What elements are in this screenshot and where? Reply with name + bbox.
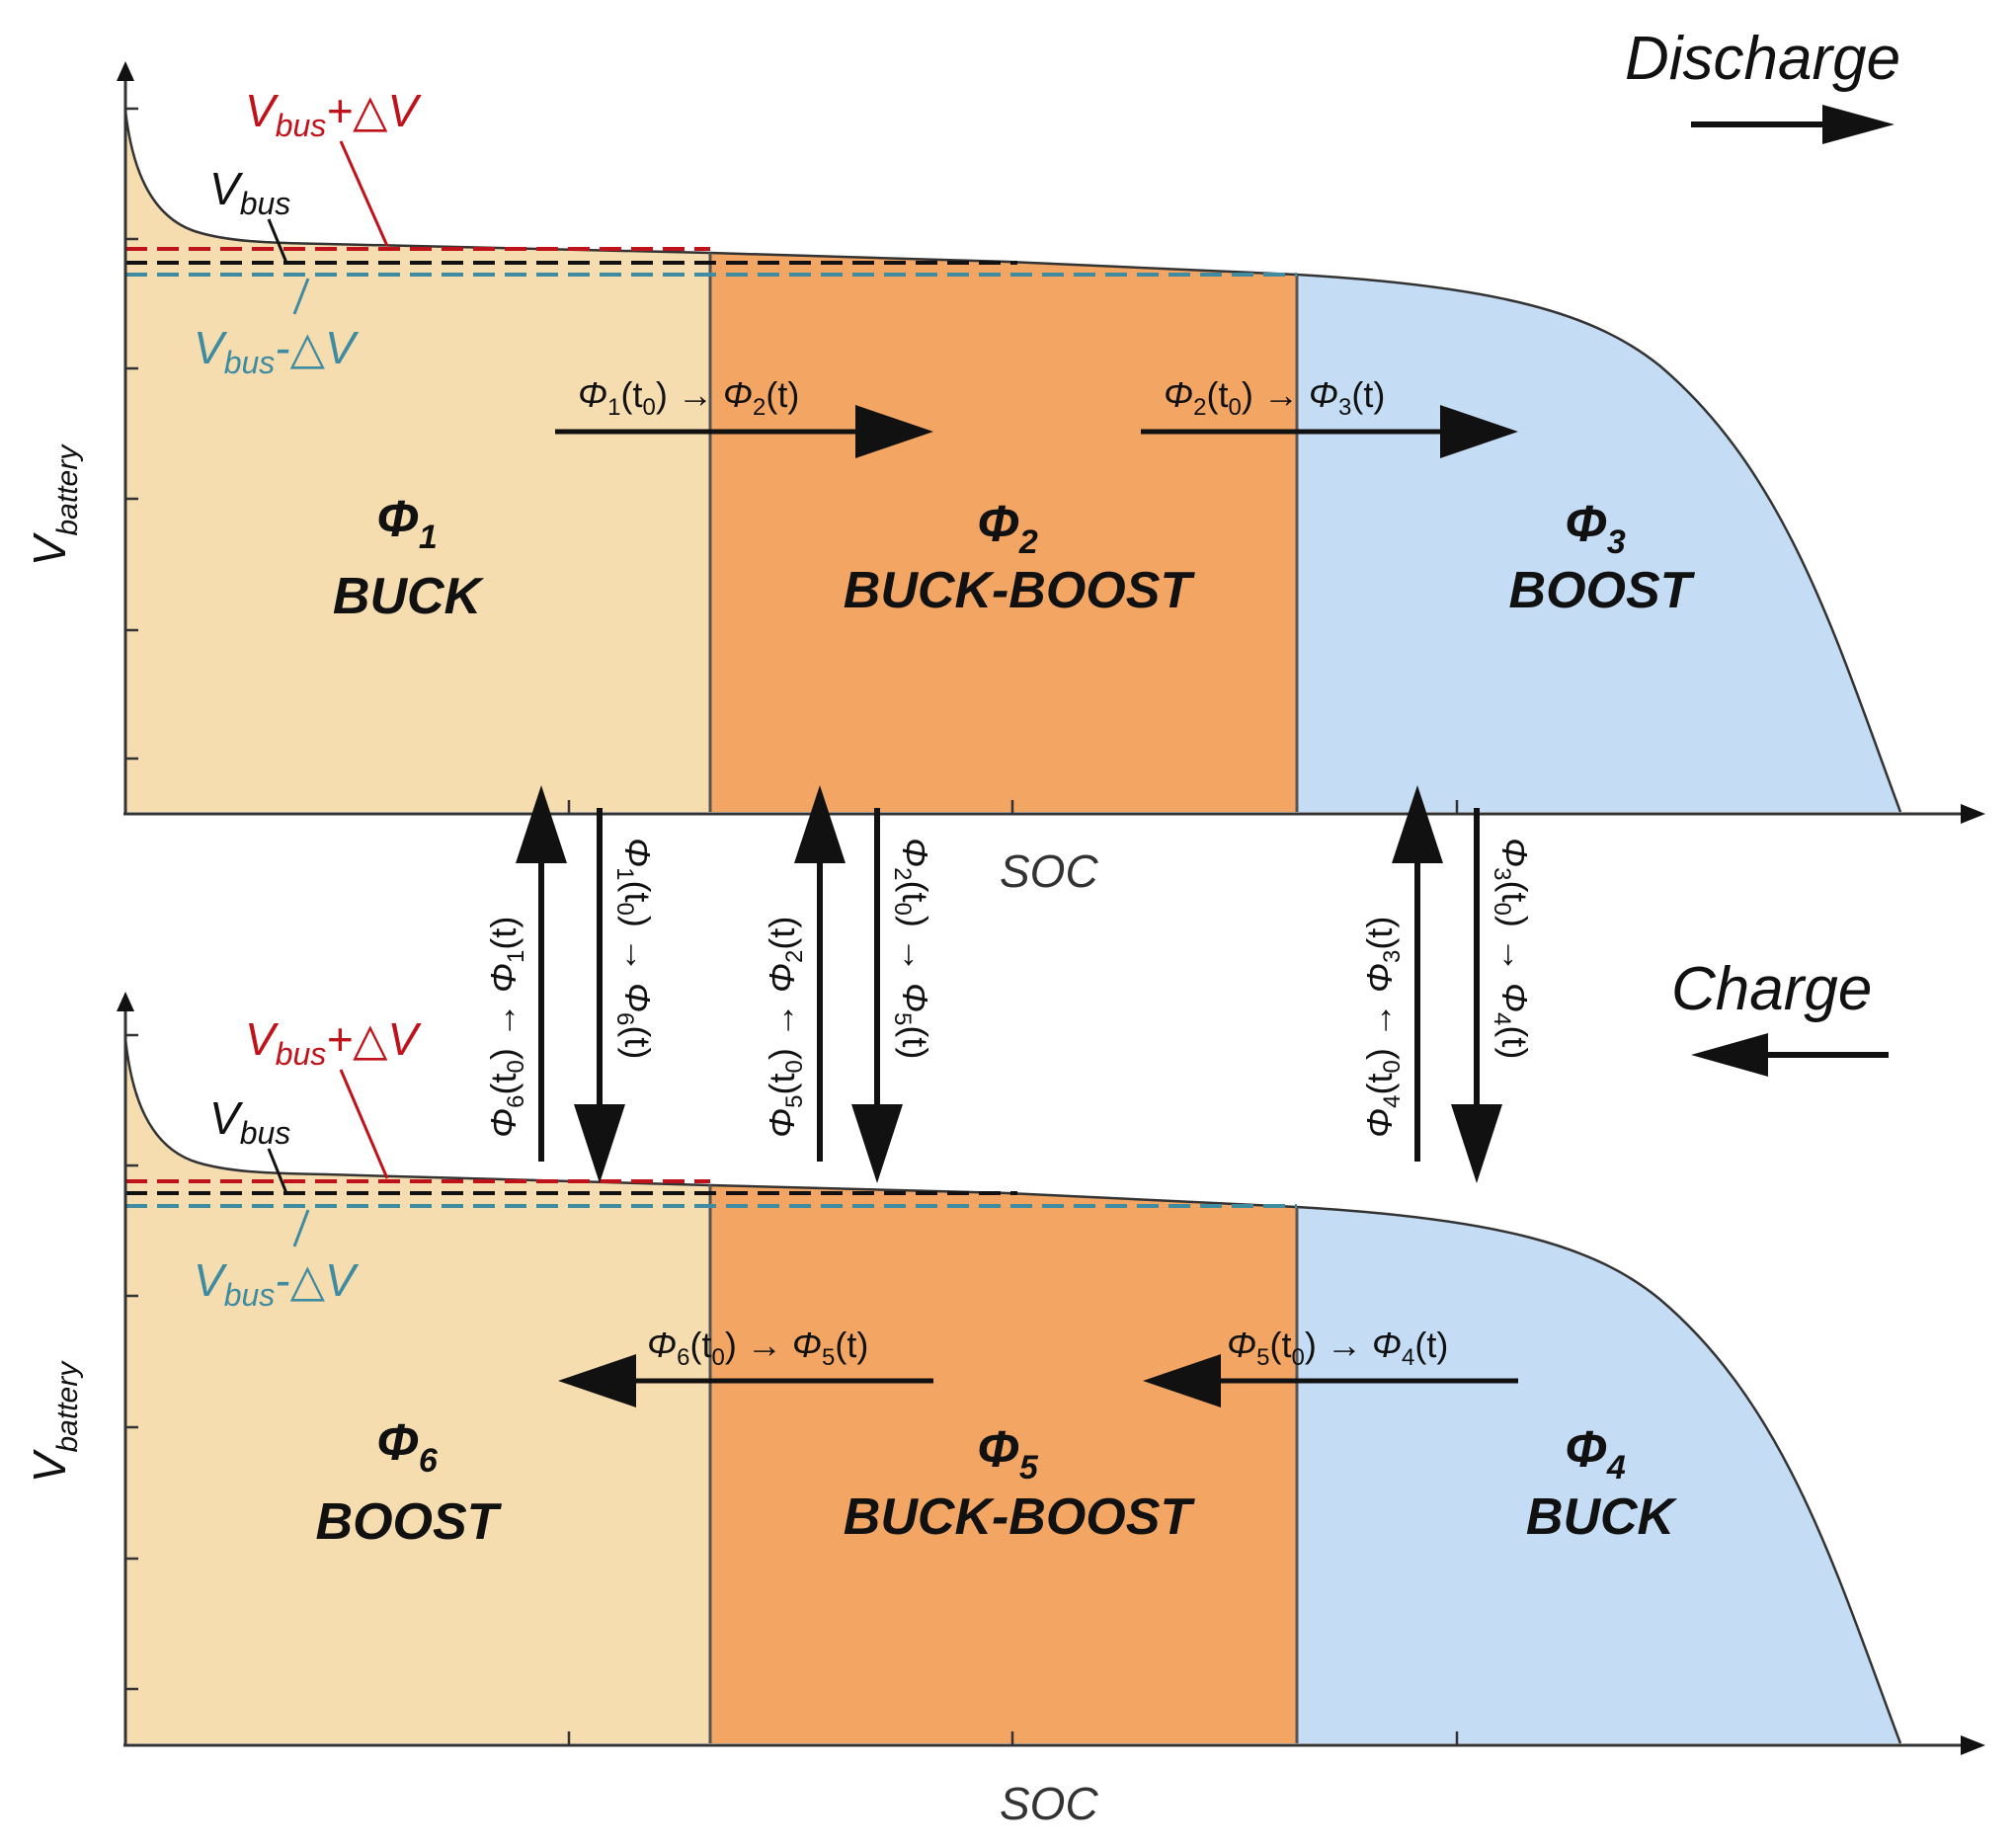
vt-1-6-head	[574, 1104, 625, 1183]
bottom-x-ticks	[567, 1731, 1459, 1745]
discharge-label: Discharge	[1625, 25, 1900, 93]
bottom-vbus-label: Vbus	[209, 1092, 290, 1151]
bottom-transition-5-4: Φ5(t0) → Φ4(t)	[1227, 1325, 1448, 1371]
bottom-phase-5-label: Φ5	[977, 1421, 1039, 1486]
direction-labels: Discharge Charge	[1625, 25, 1900, 1077]
vt-2-5-head	[851, 1104, 903, 1183]
top-phase-2-label: Φ2	[977, 496, 1038, 561]
vt-5-2-head	[794, 785, 846, 863]
bottom-buckboost-region	[710, 1185, 1297, 1743]
top-x-axis-arrow	[1961, 804, 1985, 824]
top-mode-3-label: BOOST	[1509, 562, 1696, 619]
bottom-transition-6-5: Φ6(t0) → Φ5(t)	[647, 1325, 868, 1371]
top-y-axis-label: Vbattery	[24, 443, 84, 566]
bottom-vbus-leader	[267, 1148, 288, 1194]
top-y-ticks	[125, 107, 138, 761]
top-transition-1-2: Φ1(t0) → Φ2(t)	[578, 374, 799, 421]
bottom-vbus-minus-label: Vbus-△V	[194, 1254, 360, 1313]
top-phase-1-label: Φ1	[376, 491, 438, 556]
bottom-y-axis-arrow	[117, 992, 134, 1011]
top-arrow-2-3-head	[1440, 405, 1518, 458]
discharge-arrow-head	[1822, 105, 1894, 144]
bottom-mode-4-label: BUCK	[1526, 1488, 1678, 1546]
top-panel: SOC Vbattery Vbus+△V Vbus Vbus-△V Φ1 BUC…	[24, 61, 1985, 897]
vt-4-3-head	[1392, 785, 1443, 863]
top-buckboost-region	[710, 253, 1297, 812]
bottom-phase-6-label: Φ6	[376, 1414, 439, 1480]
bottom-mode-5-label: BUCK-BOOST	[844, 1488, 1196, 1546]
top-buck-region	[125, 111, 710, 812]
bottom-vbus-plus-leader	[339, 1069, 389, 1179]
vt-4-3-label: Φ4(t0) → Φ3(t)	[1359, 917, 1406, 1138]
bottom-phase-4-label: Φ4	[1565, 1421, 1626, 1486]
bottom-y-axis-label: Vbattery	[24, 1360, 84, 1483]
vertical-transitions: Φ6(t0) → Φ1(t) Φ1(t0) → Φ6(t) Φ5(t0) → Φ…	[483, 785, 1535, 1183]
top-vbus-plus-label: Vbus+△V	[245, 85, 423, 143]
vt-2-5-label: Φ2(t0) → Φ5(t)	[889, 838, 935, 1059]
top-phase-3-label: Φ3	[1565, 496, 1626, 561]
bottom-battery-curve	[123, 1038, 1902, 1744]
bottom-x-axis-arrow	[1961, 1735, 1985, 1755]
bottom-vbus-minus-leader	[292, 1209, 310, 1247]
top-vbus-plus-leader	[339, 140, 389, 247]
charge-arrow-head	[1691, 1033, 1768, 1077]
top-vbus-leader	[267, 218, 288, 264]
bottom-vbus-plus-label: Vbus+△V	[245, 1013, 423, 1072]
bottom-arrow-5-4-head	[1143, 1354, 1221, 1407]
bottom-panel: SOC Vbattery Vbus+△V Vbus Vbus-△V Φ6 BOO…	[24, 992, 1985, 1829]
bottom-x-axis-label: SOC	[1000, 1778, 1098, 1829]
vt-1-6-label: Φ1(t0) → Φ6(t)	[611, 838, 658, 1059]
top-arrow-1-2-head	[855, 405, 933, 458]
vt-5-2-label: Φ5(t0) → Φ2(t)	[762, 917, 808, 1138]
top-battery-curve	[123, 110, 1902, 813]
bottom-y-ticks	[125, 1033, 138, 1691]
bottom-arrow-6-5-head	[558, 1354, 636, 1407]
vt-3-4-label: Φ3(t0) → Φ4(t)	[1489, 838, 1535, 1059]
top-mode-1-label: BUCK	[333, 568, 485, 625]
top-vbus-minus-leader	[292, 278, 310, 315]
top-transition-2-3: Φ2(t0) → Φ3(t)	[1164, 374, 1385, 421]
bottom-mode-6-label: BOOST	[316, 1493, 503, 1551]
vt-3-4-head	[1451, 1104, 1502, 1183]
top-vbus-minus-label: Vbus-△V	[194, 322, 360, 380]
top-y-axis-arrow	[117, 61, 134, 81]
top-x-ticks	[567, 800, 1459, 814]
charge-label: Charge	[1671, 955, 1872, 1023]
bottom-buck-region	[125, 1039, 710, 1743]
top-mode-2-label: BUCK-BOOST	[844, 562, 1196, 619]
vt-6-1-label: Φ6(t0) → Φ1(t)	[483, 917, 529, 1138]
top-vbus-label: Vbus	[209, 163, 290, 221]
vt-6-1-head	[516, 785, 567, 863]
bottom-boost-region	[1297, 1207, 1900, 1743]
top-x-axis-label: SOC	[1000, 845, 1098, 897]
